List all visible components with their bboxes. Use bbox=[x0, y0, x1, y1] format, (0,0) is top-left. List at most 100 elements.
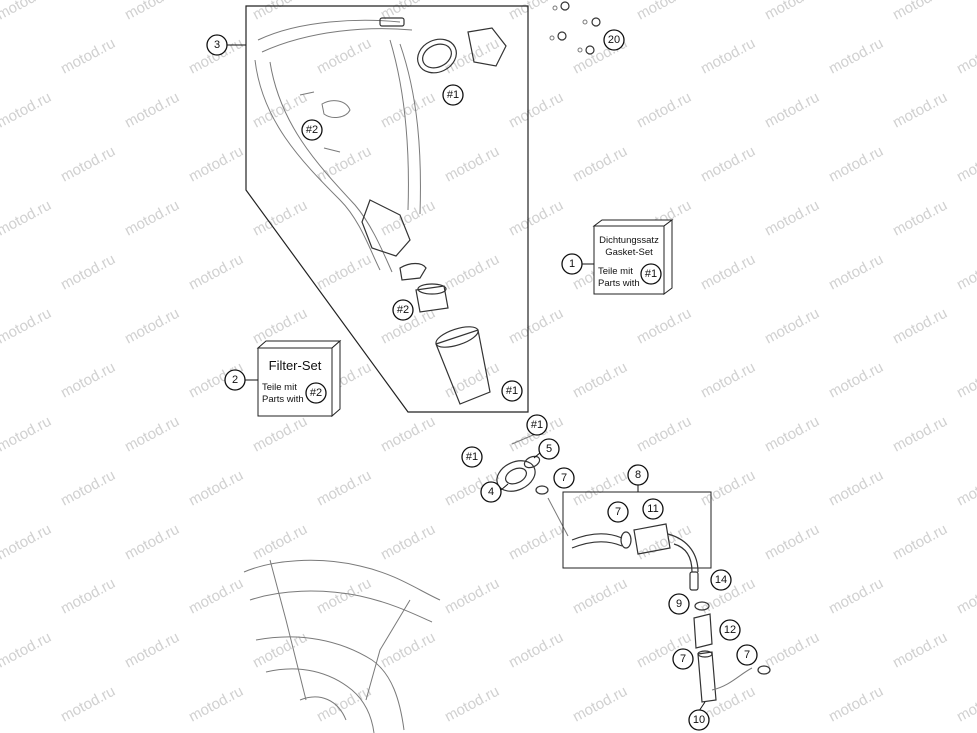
watermark-text: motod.ru bbox=[826, 683, 886, 726]
callout-2c-label: #2 bbox=[310, 387, 322, 399]
callout-10: 10 bbox=[688, 709, 710, 731]
callout-5: 5 bbox=[538, 438, 560, 460]
watermark-text: motod.ru bbox=[314, 683, 374, 726]
watermark-text: motod.ru bbox=[826, 359, 886, 402]
watermark-text: motod.ru bbox=[58, 359, 118, 402]
watermark-text: motod.ru bbox=[506, 197, 566, 240]
callout-4-label: 4 bbox=[488, 486, 494, 498]
hose-assembly-box bbox=[562, 491, 712, 573]
watermark-text: motod.ru bbox=[58, 251, 118, 294]
watermark-text: motod.ru bbox=[122, 0, 182, 24]
watermark-text: motod.ru bbox=[186, 575, 246, 618]
watermark-text: motod.ru bbox=[0, 197, 54, 240]
watermark-text: motod.ru bbox=[506, 521, 566, 564]
watermark-text: motod.ru bbox=[826, 251, 886, 294]
callout-3-label: 3 bbox=[214, 39, 220, 51]
watermark-text: motod.ru bbox=[762, 197, 822, 240]
callout-12-label: 12 bbox=[724, 624, 736, 636]
watermark-text: motod.ru bbox=[250, 521, 310, 564]
watermark-text: motod.ru bbox=[442, 575, 502, 618]
watermark-text: motod.ru bbox=[378, 0, 438, 24]
watermark-text: motod.ru bbox=[954, 575, 977, 618]
watermark-text: motod.ru bbox=[58, 575, 118, 618]
callout-7a-label: 7 bbox=[561, 472, 567, 484]
watermark-text: motod.ru bbox=[58, 143, 118, 186]
callout-7d: 7 bbox=[736, 644, 758, 666]
screws-20 bbox=[549, 1, 601, 55]
watermark-text: motod.ru bbox=[890, 629, 950, 672]
watermark-text: motod.ru bbox=[0, 89, 54, 132]
watermark-text: motod.ru bbox=[634, 413, 694, 456]
watermark-text: motod.ru bbox=[250, 0, 310, 24]
callout-9-label: 9 bbox=[676, 598, 682, 610]
watermark-text: motod.ru bbox=[762, 89, 822, 132]
callout-2b: #2 bbox=[392, 299, 414, 321]
callout-7b: 7 bbox=[607, 501, 629, 523]
filter-box-line-en: Parts with bbox=[262, 394, 304, 405]
watermark-text: motod.ru bbox=[762, 413, 822, 456]
callout-1e-label: #1 bbox=[466, 451, 478, 463]
frame-outline bbox=[243, 559, 441, 733]
watermark-text: motod.ru bbox=[378, 89, 438, 132]
watermark-text: motod.ru bbox=[954, 251, 977, 294]
filter-set-box: Filter-Set Teile mit Parts with bbox=[256, 339, 342, 418]
watermark-text: motod.ru bbox=[506, 305, 566, 348]
watermark-text: motod.ru bbox=[250, 197, 310, 240]
watermark-text: motod.ru bbox=[698, 143, 758, 186]
watermark-text: motod.ru bbox=[762, 521, 822, 564]
watermark-text: motod.ru bbox=[122, 305, 182, 348]
callout-8: 8 bbox=[627, 464, 649, 486]
fuel-pump-assembly bbox=[254, 17, 507, 405]
callout-1b: #1 bbox=[640, 263, 662, 285]
watermark-text: motod.ru bbox=[506, 89, 566, 132]
watermark-text: motod.ru bbox=[762, 305, 822, 348]
watermark-text: motod.ru bbox=[698, 467, 758, 510]
watermark-text: motod.ru bbox=[186, 683, 246, 726]
watermark-text: motod.ru bbox=[442, 683, 502, 726]
callout-2-label: 2 bbox=[232, 374, 238, 386]
watermark-text: motod.ru bbox=[890, 89, 950, 132]
watermark-text: motod.ru bbox=[634, 0, 694, 24]
watermark-text: motod.ru bbox=[954, 359, 977, 402]
watermark-text: motod.ru bbox=[826, 467, 886, 510]
callout-2c: #2 bbox=[305, 382, 327, 404]
watermark-text: motod.ru bbox=[570, 143, 630, 186]
watermark-text: motod.ru bbox=[890, 413, 950, 456]
callout-14: 14 bbox=[710, 569, 732, 591]
callout-1: 1 bbox=[561, 253, 583, 275]
watermark-text: motod.ru bbox=[186, 251, 246, 294]
watermark-text: motod.ru bbox=[314, 467, 374, 510]
watermark-text: motod.ru bbox=[698, 359, 758, 402]
watermark-text: motod.ru bbox=[122, 521, 182, 564]
watermark-text: motod.ru bbox=[570, 683, 630, 726]
callout-7c: 7 bbox=[672, 648, 694, 670]
watermark-text: motod.ru bbox=[570, 575, 630, 618]
callout-1-label: 1 bbox=[569, 258, 575, 270]
watermark-text: motod.ru bbox=[954, 683, 977, 726]
callout-1d: #1 bbox=[526, 414, 548, 436]
watermark-text: motod.ru bbox=[570, 359, 630, 402]
callout-8-label: 8 bbox=[635, 469, 641, 481]
watermark-text: motod.ru bbox=[378, 629, 438, 672]
watermark-text: motod.ru bbox=[442, 143, 502, 186]
watermark-text: motod.ru bbox=[378, 521, 438, 564]
callout-7a: 7 bbox=[553, 467, 575, 489]
callout-4: 4 bbox=[480, 481, 502, 503]
watermark-text: motod.ru bbox=[698, 35, 758, 78]
callout-2a: #2 bbox=[301, 119, 323, 141]
lower-parts bbox=[689, 571, 771, 703]
callout-20-label: 20 bbox=[608, 34, 620, 46]
leader-lines bbox=[227, 44, 706, 712]
watermark-text: motod.ru bbox=[826, 35, 886, 78]
filter-box-title: Filter-Set bbox=[269, 358, 322, 373]
watermark-text: motod.ru bbox=[58, 467, 118, 510]
watermark-text: motod.ru bbox=[442, 251, 502, 294]
callout-11: 11 bbox=[642, 498, 664, 520]
watermark-text: motod.ru bbox=[314, 35, 374, 78]
callout-1c-label: #1 bbox=[506, 385, 518, 397]
watermark-text: motod.ru bbox=[122, 629, 182, 672]
watermark-text: motod.ru bbox=[506, 0, 566, 24]
callout-1a: #1 bbox=[442, 84, 464, 106]
watermark-text: motod.ru bbox=[186, 143, 246, 186]
